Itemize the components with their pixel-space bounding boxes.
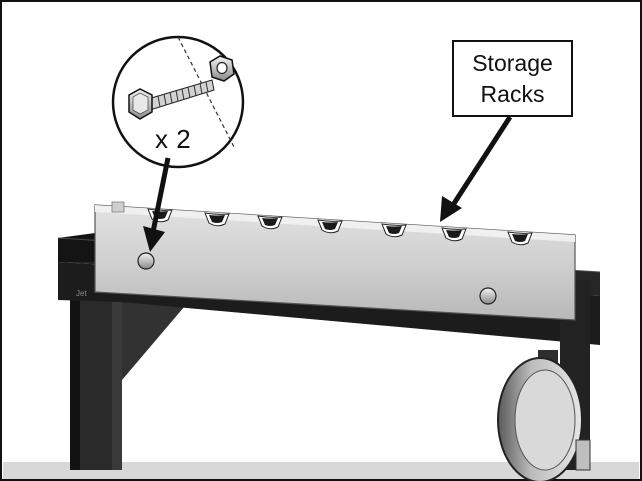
plate-bolt-right — [479, 287, 497, 305]
storage-racks-callout: Storage Racks — [452, 40, 573, 117]
brand-mark-art: Jet — [76, 289, 87, 298]
floor — [3, 462, 639, 479]
callout-line-2: Racks — [480, 80, 545, 107]
wheel — [497, 357, 591, 481]
arrow-to-bolt — [143, 157, 171, 252]
arrow-to-rack — [440, 115, 513, 222]
hardware-detail-circle — [111, 35, 245, 169]
stand-left-leg — [70, 285, 190, 470]
storage-rack-plate — [94, 201, 576, 321]
plate-bolt-left — [137, 252, 155, 270]
callout-line-1: Storage — [472, 49, 553, 76]
quantity-label: x 2 — [155, 124, 192, 154]
